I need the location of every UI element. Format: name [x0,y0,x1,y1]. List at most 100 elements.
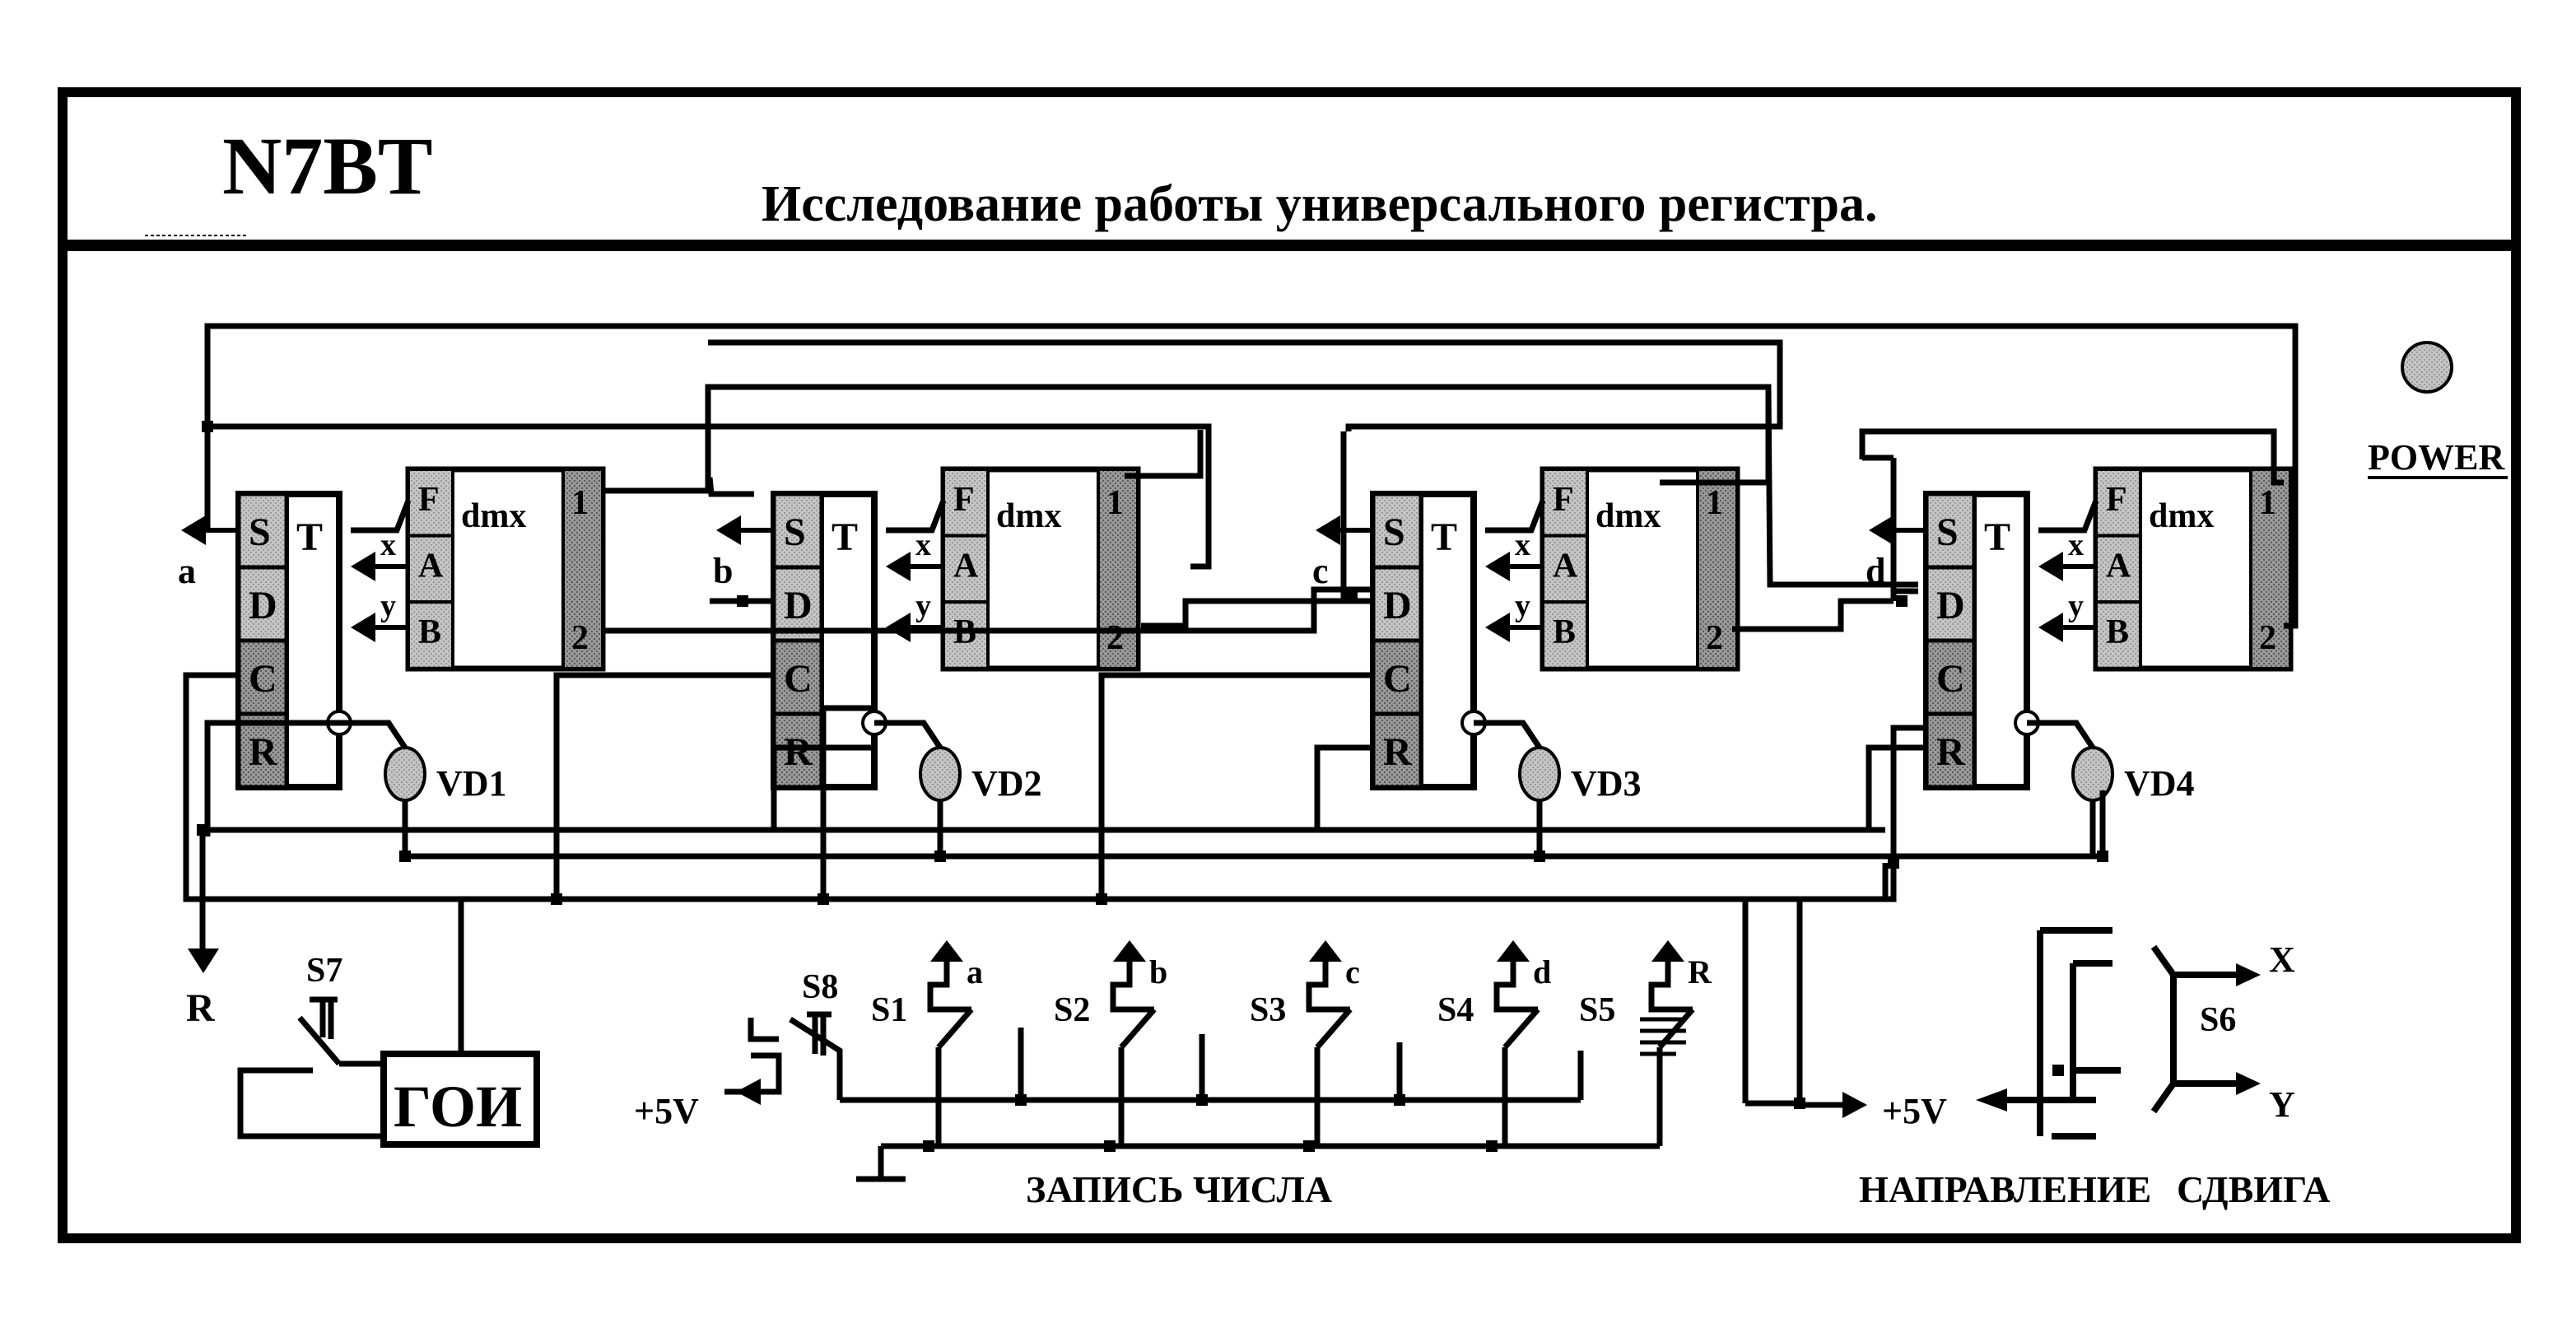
demux-pin-label: A [953,548,979,585]
switch-output-label: a [967,953,983,990]
supply-label-write: +5V [634,1091,699,1131]
junction-dot [2052,1065,2064,1076]
led-icon [384,746,426,802]
switch-output-label: b [1149,953,1167,990]
arrow-down-icon [188,948,219,973]
generator-switch-label: S7 [306,952,342,990]
led-icon [1518,746,1561,802]
outer-frame [58,87,2521,1243]
wire [603,384,743,494]
demux-pin-label: F [1553,481,1574,519]
demux-pin-label: F [2106,481,2127,519]
arrow-left-icon [1316,515,1340,545]
wire [820,705,874,904]
switch-s8[interactable] [724,1011,831,1105]
write-caption: ЗАПИСЬ ЧИСЛА [1026,1168,1332,1210]
arrow-left-icon [886,613,911,642]
demux-out-label: 2 [571,619,589,657]
switch-s2[interactable]: S2 b [1054,940,1167,1146]
output-x-label: X [2269,939,2295,980]
demux-input-label: y [2068,589,2084,623]
wire [1125,430,1204,479]
demux-pin-label: A [1553,548,1578,585]
trigger-type-label: T [1431,515,1457,559]
wire [1314,744,1373,830]
wire [874,720,943,749]
switch-s7[interactable] [237,899,464,1140]
demux-out-label: 1 [1706,484,1723,522]
trigger-pin-label: D [1383,584,1412,627]
arrow-up-icon [930,940,963,962]
switch-label: S2 [1054,991,1090,1029]
stage-output-label: c [1312,551,1329,591]
demux-out-label: 1 [571,484,589,522]
wire [1866,744,1926,830]
power-indicator[interactable]: POWER [2368,341,2508,479]
led-icon [919,746,962,802]
trigger-pin-r [236,711,289,790]
wire [1098,672,1373,899]
arrow-left-icon [351,552,375,581]
wire [886,499,947,534]
demux-out-label: 2 [2259,619,2276,657]
demux-out-label: 2 [1106,619,1124,657]
trigger-type-label: T [1984,515,2010,559]
trigger-pin-s [1924,492,1977,570]
led-label: VD2 [971,763,1042,804]
demux-pin-label: B [1553,613,1576,651]
demux-input-label: x [1515,528,1530,562]
direction-caption-left: НАПРАВЛЕНИЕ [1859,1168,2151,1210]
switch-s5-label: S5 [1579,991,1615,1029]
switch-s1[interactable]: S1a [871,940,983,1146]
demux-name: dmx [2149,497,2214,535]
direction-caption-right: СДВИГА [2177,1168,2331,1210]
trigger-pin-label: C [1936,657,1965,701]
wire [1474,720,1542,749]
arrow-left-icon [736,1079,761,1105]
wire [351,499,412,534]
demux-name: dmx [461,497,526,535]
led-label: VD1 [436,763,507,804]
switch-s3[interactable]: S3c [1250,940,1360,1146]
lab-code: N7BT [222,120,433,212]
arrow-up-icon [1113,940,1146,962]
wire [1859,428,2284,486]
trigger-pin-label: D [1936,584,1965,627]
led-label: VD3 [1571,763,1642,804]
switch-output-label: R [1688,953,1712,990]
demux-pin-a [942,534,990,604]
wire-direction [1742,863,1889,1108]
demux-pin-f [2094,468,2142,538]
demux-pin-label: A [2106,548,2131,585]
arrow-left-icon [886,552,911,581]
power-label: POWER [2368,437,2505,478]
arrow-right-icon [1842,1092,1867,1118]
switch-s6[interactable] [1976,927,2261,1140]
reset-output-label: R [186,986,216,1030]
wire [1765,388,1918,588]
arrow-left-icon [2038,613,2063,642]
led-icon [2071,746,2114,802]
arrow-left-icon [716,515,741,545]
wire [1485,499,1546,534]
trigger-pin-label: S [1383,510,1405,554]
wire [1141,598,1344,629]
arrow-left-icon [181,515,206,545]
demux-input-label: x [2068,528,2084,562]
switch-s4[interactable]: S4d [1437,940,1551,1146]
arrow-up-icon [1651,940,1684,962]
led-label: VD4 [2124,763,2195,804]
lab-title: Исследование работы универсального регис… [762,176,1877,232]
trigger-pin-label: R [1936,730,1966,774]
stage-output-label: a [178,551,196,591]
wire [2027,720,2095,749]
wire [603,586,1373,634]
demux-pin-a [1541,534,1589,604]
demux-output-column [1696,468,1739,670]
trigger-pin-label: C [1383,657,1412,701]
demux-output-column [2249,468,2292,670]
